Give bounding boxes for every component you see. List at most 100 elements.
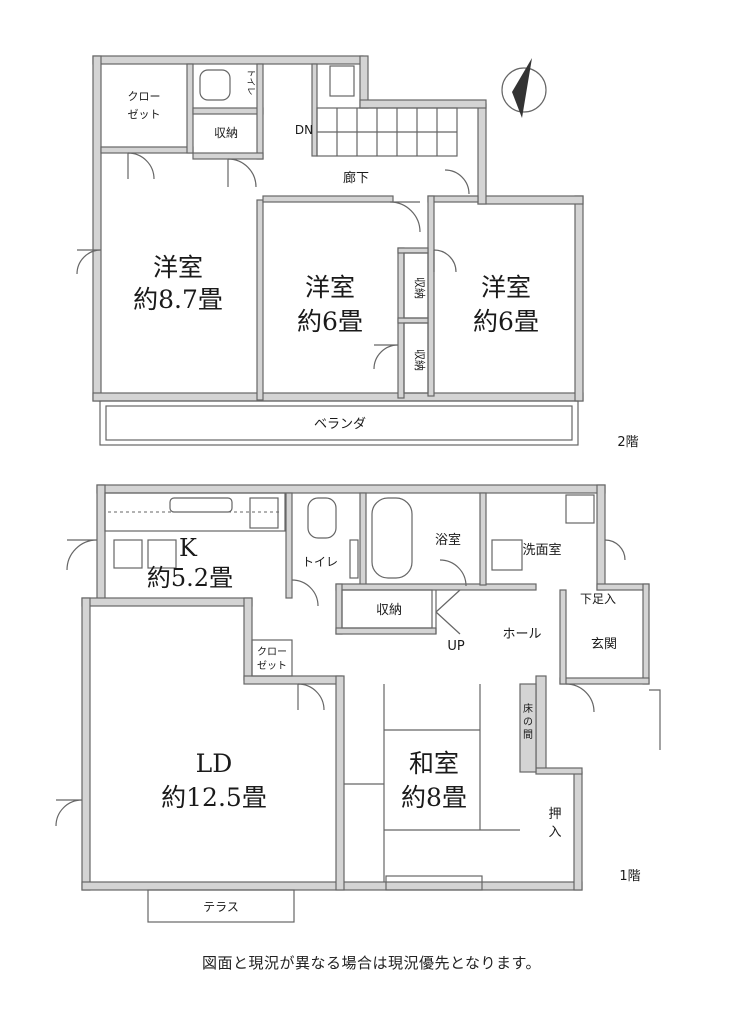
f2-toilet-fixture [199,69,231,101]
f1-japanese-room-size: 約8畳 [401,783,467,812]
f1-wall [535,675,547,773]
f2-door [444,169,470,195]
f2-wall [311,63,318,157]
f1-alcove-label-3: 間 [523,729,533,741]
f2-wall [256,63,264,160]
f1-bath-label: 浴室 [435,532,461,548]
f1-ld-size: 約12.5畳 [161,783,267,812]
f1-toilet-fixture [307,497,337,539]
f1-wall [335,627,437,635]
compass-icon [501,58,547,118]
f1-kitchen-name: K [179,534,198,562]
f1-wall [596,583,650,591]
f2-door [373,344,399,370]
f1-pantry-fixture [113,539,143,569]
f1-alcove-label-1: 床 [523,702,533,715]
f1-wall [559,589,567,685]
f2-sink-fixture [329,65,355,97]
f1-stairs [435,589,461,635]
f2-toilet-label: トイレ [245,68,255,95]
f2-wall [397,317,429,324]
f2-hallway-label: 廊下 [343,170,369,186]
disclaimer-note: 図面と現況が異なる場合は現況優先となります。 [201,954,542,972]
f1-kitchen-counter [104,492,286,532]
f2-wall [256,199,264,401]
f2-door [433,249,457,273]
f1-wall [642,583,650,685]
f1-wall [81,881,583,891]
f1-wall [479,492,487,586]
f2-wall [92,392,584,402]
f1-alcove-label-2: の [523,717,533,728]
f2-closet-label-2: ゼット [128,108,161,121]
f1-wall [243,675,343,685]
f2-wall [477,103,487,205]
f1-wall [559,677,650,685]
f1-up-label: UP [447,639,465,654]
f1-door [66,539,98,571]
f2-storage-box [403,252,429,319]
f1-storage-label: 収納 [376,603,402,618]
f2-wall [427,195,479,203]
f2-veranda [99,400,579,446]
f1-door [297,683,325,711]
f1-hall-label: ホール [502,627,541,642]
f2-storage-mid-upper-label: 収納 [413,277,426,299]
f2-door [227,158,257,188]
f1-fridge-fixture [249,497,279,529]
f1-storage-box [341,589,433,629]
f1-wall [359,492,367,586]
f2-wall [100,146,194,154]
f2-wall [427,195,435,397]
f2-storage-box [403,322,429,394]
f1-entrance-step [649,689,661,750]
f2-veranda-label: ベランダ [314,417,366,432]
f1-shoe-storage-label: 下足入 [580,592,616,606]
f1-wall [535,767,583,775]
f1-toilet-label: トイレ [302,555,338,569]
f2-wall [397,247,429,254]
f1-tatami [344,684,520,882]
f1-wall [335,675,345,891]
f2-middle-room-name: 洋室 [305,273,355,302]
f2-storage-top-label: 収納 [214,126,238,140]
f1-door [604,539,626,561]
f2-wall [92,55,102,402]
f1-door [439,559,467,587]
f2-middle-room-size: 約6畳 [297,307,363,336]
f2-west-room-size: 約8.7畳 [133,285,223,314]
f1-door [565,683,595,713]
f1-wall [243,597,253,681]
f2-wall [262,195,394,203]
f2-veranda-inner [105,405,573,441]
f1-closet-label-1: クロー [257,646,287,658]
f2-wall [192,107,264,115]
f1-entrance-label: 玄関 [591,637,617,652]
f2-west-room-name: 洋室 [153,253,203,282]
f1-wall [335,583,537,591]
f1-closet-box [251,639,293,677]
f2-wall [92,55,364,65]
f1-pantry-fixture [147,539,177,569]
f2-wall [574,195,584,402]
f1-wall [596,484,606,591]
f2-door [389,201,421,233]
f1-wall [96,484,106,604]
f2-closet-label-1: クロー [128,90,161,103]
f1-alcove-box [519,683,537,773]
f2-wall [186,63,194,154]
f2-east-room-size: 約6畳 [473,307,539,336]
f1-terrace [147,889,295,923]
f1-japanese-room-name: 和室 [409,749,459,778]
f1-window-sill [385,875,483,891]
f2-floor-label: 2階 [617,435,638,450]
f1-sink-fixture [169,497,233,513]
f2-door [127,152,155,180]
f2-wall [192,152,264,160]
f2-stairs [316,107,458,157]
f1-door [55,799,83,827]
f1-wall [96,484,606,494]
f2-east-room-name: 洋室 [481,273,531,302]
f2-wall [477,195,584,205]
f1-wall [335,583,343,635]
